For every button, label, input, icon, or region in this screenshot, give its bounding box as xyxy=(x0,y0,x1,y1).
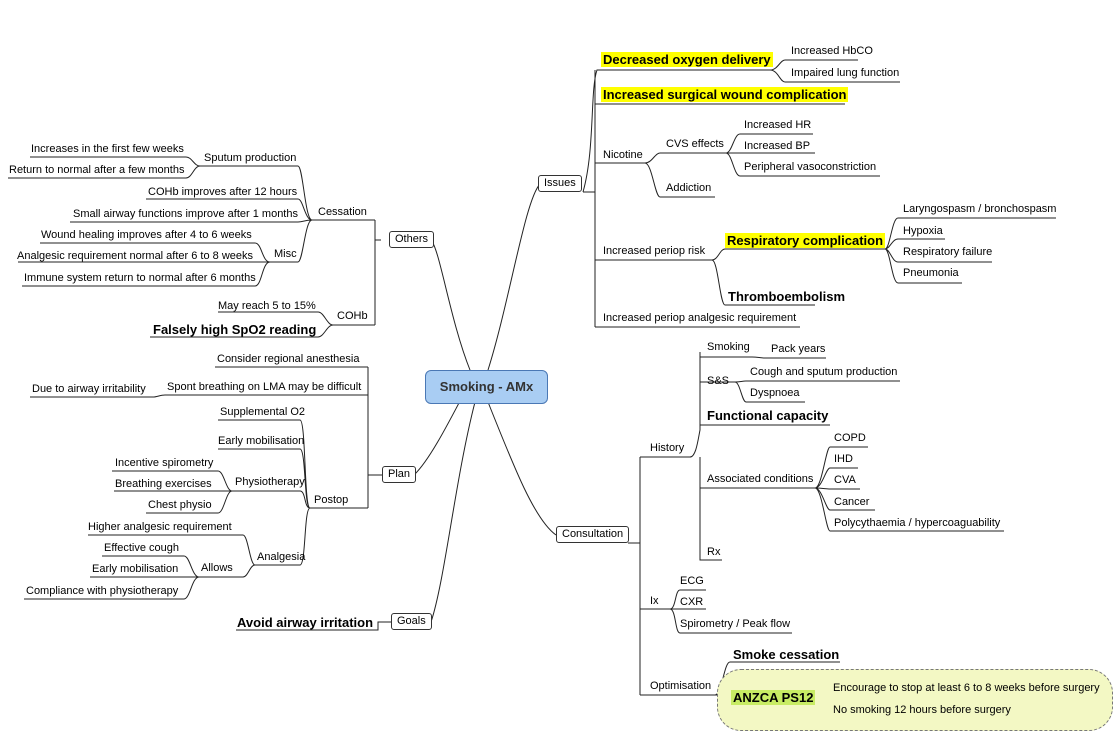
node-avoid-airway-irritation[interactable]: Avoid airway irritation xyxy=(237,615,374,630)
node-effective-cough[interactable]: Effective cough xyxy=(104,542,180,554)
node-polycythaemia[interactable]: Polycythaemia / hypercoaguability xyxy=(834,517,1001,529)
node-increased-surgical-wound-complication[interactable]: Increased surgical wound complication xyxy=(601,87,849,102)
node-respiratory-failure[interactable]: Respiratory failure xyxy=(903,246,993,258)
node-increased-bp[interactable]: Increased BP xyxy=(744,140,811,152)
node-ss[interactable]: S&S xyxy=(707,375,730,387)
branch-others[interactable]: Others xyxy=(389,231,435,248)
node-falsely-high-spo2[interactable]: Falsely high SpO2 reading xyxy=(153,322,317,337)
node-increased-hr[interactable]: Increased HR xyxy=(744,119,812,131)
node-respiratory-complication[interactable]: Respiratory complication xyxy=(725,233,886,248)
node-increased-hbco[interactable]: Increased HbCO xyxy=(791,45,873,57)
node-breathing-exercises[interactable]: Breathing exercises xyxy=(115,478,212,490)
node-ihd[interactable]: IHD xyxy=(834,453,853,465)
node-ecg[interactable]: ECG xyxy=(680,575,704,587)
node-cohb-improves[interactable]: COHb improves after 12 hours xyxy=(148,186,298,198)
node-return-normal-months[interactable]: Return to normal after a few months xyxy=(9,164,185,176)
node-incentive-spirometry[interactable]: Incentive spirometry xyxy=(115,457,214,469)
node-spirometry[interactable]: Spirometry / Peak flow xyxy=(680,618,791,630)
branch-issues[interactable]: Issues xyxy=(538,175,582,192)
node-wound-healing[interactable]: Wound healing improves after 4 to 6 week… xyxy=(41,229,252,241)
node-addiction[interactable]: Addiction xyxy=(666,182,712,194)
node-encourage-stop[interactable]: Encourage to stop at least 6 to 8 weeks … xyxy=(833,682,1100,694)
node-functional-capacity[interactable]: Functional capacity xyxy=(707,408,829,423)
node-cvs-effects[interactable]: CVS effects xyxy=(666,138,724,150)
node-history[interactable]: History xyxy=(650,442,685,454)
node-laryngospasm[interactable]: Laryngospasm / bronchospasm xyxy=(903,203,1057,215)
node-decreased-oxygen-delivery[interactable]: Decreased oxygen delivery xyxy=(601,52,773,67)
node-early-mobilisation-2[interactable]: Early mobilisation xyxy=(92,563,179,575)
node-small-airway[interactable]: Small airway functions improve after 1 m… xyxy=(73,208,298,220)
node-hypoxia[interactable]: Hypoxia xyxy=(903,225,943,237)
node-smoke-cessation[interactable]: Smoke cessation xyxy=(733,647,840,662)
branch-consultation[interactable]: Consultation xyxy=(556,526,630,543)
node-dyspnoea[interactable]: Dyspnoea xyxy=(750,387,800,399)
node-analgesic-normal[interactable]: Analgesic requirement normal after 6 to … xyxy=(17,250,254,262)
branch-plan[interactable]: Plan xyxy=(382,466,417,483)
node-pneumonia[interactable]: Pneumonia xyxy=(903,267,959,279)
node-early-mobilisation[interactable]: Early mobilisation xyxy=(218,435,305,447)
node-anzca-ps12[interactable]: ANZCA PS12 xyxy=(731,690,816,705)
node-airway-irritability[interactable]: Due to airway irritability xyxy=(32,383,146,395)
node-thromboembolism[interactable]: Thromboembolism xyxy=(728,289,846,304)
node-pack-years[interactable]: Pack years xyxy=(771,343,826,355)
node-optimisation[interactable]: Optimisation xyxy=(650,680,712,692)
node-postop[interactable]: Postop xyxy=(314,494,349,506)
node-cancer[interactable]: Cancer xyxy=(834,496,870,508)
node-associated-conditions[interactable]: Associated conditions xyxy=(707,473,814,485)
node-physiotherapy[interactable]: Physiotherapy xyxy=(235,476,305,488)
node-increased-periop-risk[interactable]: Increased periop risk xyxy=(603,245,706,257)
node-analgesia[interactable]: Analgesia xyxy=(257,551,306,563)
node-cough-sputum[interactable]: Cough and sputum production xyxy=(750,366,898,378)
node-periop-analgesic-requirement[interactable]: Increased periop analgesic requirement xyxy=(603,312,797,324)
node-immune-system[interactable]: Immune system return to normal after 6 m… xyxy=(24,272,256,284)
node-allows[interactable]: Allows xyxy=(201,562,233,574)
node-ix[interactable]: Ix xyxy=(650,595,659,607)
node-compliance-physio[interactable]: Compliance with physiotherapy xyxy=(26,585,179,597)
node-copd[interactable]: COPD xyxy=(834,432,866,444)
node-higher-analgesic[interactable]: Higher analgesic requirement xyxy=(88,521,232,533)
node-sputum-production[interactable]: Sputum production xyxy=(204,152,297,164)
node-may-reach[interactable]: May reach 5 to 15% xyxy=(218,300,316,312)
node-rx[interactable]: Rx xyxy=(707,546,721,558)
node-nicotine[interactable]: Nicotine xyxy=(603,149,643,161)
branch-goals[interactable]: Goals xyxy=(391,613,432,630)
node-peripheral-vasoconstriction[interactable]: Peripheral vasoconstriction xyxy=(744,161,877,173)
node-cxr[interactable]: CXR xyxy=(680,596,704,608)
node-misc[interactable]: Misc xyxy=(274,248,297,260)
node-chest-physio[interactable]: Chest physio xyxy=(148,499,212,511)
node-spont-breathing[interactable]: Spont breathing on LMA may be difficult xyxy=(167,381,362,393)
node-impaired-lung-function[interactable]: Impaired lung function xyxy=(791,67,900,79)
node-supplemental-o2[interactable]: Supplemental O2 xyxy=(220,406,305,418)
node-regional-anesthesia[interactable]: Consider regional anesthesia xyxy=(217,353,360,365)
node-cessation[interactable]: Cessation xyxy=(318,206,367,218)
node-no-smoking-12h[interactable]: No smoking 12 hours before surgery xyxy=(833,704,1011,716)
node-cva[interactable]: CVA xyxy=(834,474,856,486)
node-increases-first-weeks[interactable]: Increases in the first few weeks xyxy=(31,143,184,155)
node-smoking[interactable]: Smoking xyxy=(707,341,750,353)
central-topic[interactable]: Smoking - AMx xyxy=(425,370,548,404)
node-cohb[interactable]: COHb xyxy=(337,310,368,322)
